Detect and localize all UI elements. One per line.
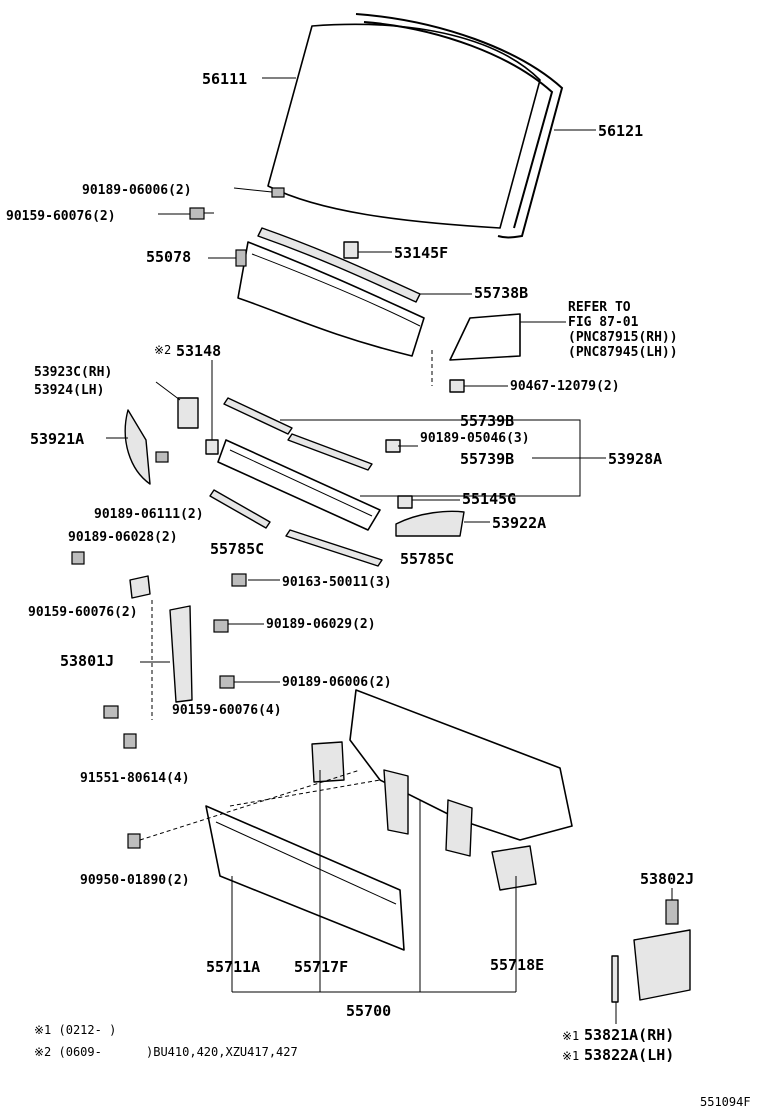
label-53145F: 53145F <box>394 244 448 262</box>
label-53822A: 53822A(LH) <box>584 1046 674 1064</box>
label-90163-50011: 90163-50011(3) <box>282 575 392 590</box>
refer-line-1: REFER TO <box>568 300 631 315</box>
label-55145G: 55145G <box>462 490 516 508</box>
label-90189-06029: 90189-06029(2) <box>266 617 376 632</box>
headlamp-bezel-53921A-drawing <box>124 409 151 485</box>
leader-lines <box>106 77 673 1024</box>
windshield-weatherstrip-drawing <box>355 13 564 239</box>
label-53923C: 53923C(RH) <box>34 365 112 380</box>
label-90189-05046: 90189-05046(3) <box>420 431 530 446</box>
brace-55717F-drawing <box>311 741 345 783</box>
label-55738B: 55738B <box>474 284 528 302</box>
bolt-90189-06006-top-drawing <box>271 187 285 198</box>
label-55718E: 55718E <box>490 956 544 974</box>
refer-line-4: (PNC87945(LH)) <box>568 345 678 360</box>
label-53924: 53924(LH) <box>34 383 104 398</box>
label-55739B-upper: 55739B <box>460 412 514 430</box>
label-90159-60076-mid: 90159-60076(2) <box>28 605 138 620</box>
note-1: ※1 (0212- ) <box>34 1023 116 1037</box>
label-55785C-left: 55785C <box>210 540 264 558</box>
grille-clip-55145G-drawing <box>397 495 413 509</box>
label-56111: 56111 <box>202 70 247 88</box>
note-2-models: )BU410,420,XZU417,427 <box>146 1045 298 1059</box>
label-55739B-lower: 55739B <box>460 450 514 468</box>
refer-line-2: FIG 87-01 <box>568 315 639 330</box>
label-90950-01890: 90950-01890(2) <box>80 873 190 888</box>
label-53922A: 53922A <box>492 514 546 532</box>
grille-53928A-drawing <box>217 439 381 531</box>
weatherstrip-55738B-drawing <box>257 227 421 303</box>
label-55717F: 55717F <box>294 958 348 976</box>
bracket-55718E-drawing <box>491 845 537 891</box>
clip-53145F-drawing <box>343 241 359 259</box>
cowl-side-cover-drawing <box>449 313 521 361</box>
label-90189-06006-mid: 90189-06006(2) <box>282 675 392 690</box>
windshield-glass-drawing <box>267 23 541 229</box>
moulding-55785C-drawing <box>209 489 383 567</box>
clip-53148-drawing <box>205 439 219 455</box>
label-90159-60076-4: 90159-60076(4) <box>172 703 282 718</box>
screw-90159-60076-top-drawing <box>189 207 214 220</box>
lamp-53821A-drawing <box>611 899 691 1003</box>
panel-53922A-drawing <box>395 510 465 537</box>
bracket-53923C-drawing <box>177 397 199 429</box>
moulding-55739B-upper-drawing <box>223 397 373 471</box>
screw-90163-drawing <box>231 573 247 587</box>
label-53921A: 53921A <box>30 430 84 448</box>
fasteners-left-drawing <box>71 551 235 849</box>
screw-90189-06111-drawing <box>155 451 169 463</box>
label-55078: 55078 <box>146 248 191 266</box>
label-91551-80614: 91551-80614(4) <box>80 771 190 786</box>
label-53821A: 53821A(RH) <box>584 1026 674 1044</box>
label-53822A-mark: ※1 <box>562 1049 579 1063</box>
cowl-structure-55700-drawing <box>349 689 573 857</box>
note-2-range: ※2 (0609- <box>34 1045 102 1059</box>
label-53148: 53148 <box>176 342 221 360</box>
clip-90189-05046-drawing <box>385 439 401 453</box>
brace-55711A-drawing <box>205 805 405 951</box>
refer-note: REFER TO FIG 87-01 (PNC87915(RH)) (PNC87… <box>568 300 678 360</box>
label-55785C-right: 55785C <box>400 550 454 568</box>
label-90189-06006-top: 90189-06006(2) <box>82 183 192 198</box>
cowl-panel-drawing <box>235 241 425 357</box>
label-55700: 55700 <box>346 1002 391 1020</box>
label-53148-mark: ※2 <box>154 343 171 357</box>
label-56121: 56121 <box>598 122 643 140</box>
bracket-53801J-drawing <box>129 575 193 703</box>
label-90189-06111: 90189-06111(2) <box>94 507 204 522</box>
label-55711A: 55711A <box>206 958 260 976</box>
label-90159-60076-top: 90159-60076(2) <box>6 209 116 224</box>
label-90467-12079: 90467-12079(2) <box>510 379 620 394</box>
label-53821A-mark: ※1 <box>562 1029 579 1043</box>
label-53928A: 53928A <box>608 450 662 468</box>
label-90189-06028: 90189-06028(2) <box>68 530 178 545</box>
fastener-90467-drawing <box>449 379 465 393</box>
label-53801J: 53801J <box>60 652 114 670</box>
figure-id: 551094F <box>700 1095 751 1109</box>
label-53802J: 53802J <box>640 870 694 888</box>
refer-line-3: (PNC87915(RH)) <box>568 330 678 345</box>
